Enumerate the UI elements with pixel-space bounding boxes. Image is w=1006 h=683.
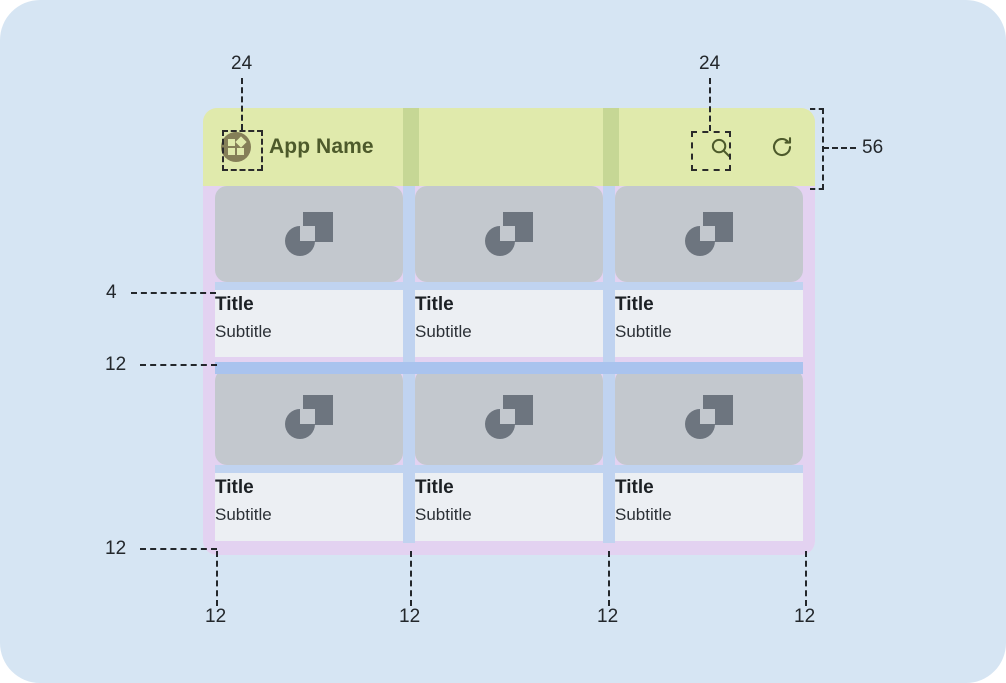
card-title: Title <box>415 294 454 315</box>
image-placeholder-icon <box>485 395 533 440</box>
leader-line <box>140 364 217 366</box>
card-text: Title Subtitle <box>415 290 603 358</box>
card-text: Title Subtitle <box>215 290 403 358</box>
card-thumbnail <box>615 186 803 282</box>
leader-line <box>823 147 856 149</box>
card-text: Title Subtitle <box>615 473 803 541</box>
thumb-text-gap <box>215 465 403 474</box>
card-title: Title <box>615 294 654 315</box>
card[interactable]: Title Subtitle <box>615 369 803 541</box>
leader-line <box>805 551 807 606</box>
app-screen: Title Subtitle Title Subtitle <box>203 108 815 555</box>
annotation-right-padding: 12 <box>794 606 816 627</box>
card-thumbnail <box>415 369 603 466</box>
thumb-text-gap <box>615 465 803 474</box>
card[interactable]: Title Subtitle <box>215 186 403 358</box>
card-thumbnail <box>415 186 603 282</box>
card[interactable]: Title Subtitle <box>415 369 603 541</box>
annotation-row-gap: 12 <box>105 354 127 375</box>
leader-line <box>410 551 412 606</box>
thumb-text-gap <box>415 282 603 290</box>
card-subtitle: Subtitle <box>215 321 272 341</box>
annotation-icon-size-right: 24 <box>699 53 721 74</box>
leader-line <box>131 292 216 294</box>
annotation-column-gap-2: 12 <box>597 606 619 627</box>
leader-line <box>608 551 610 606</box>
leader-line <box>140 548 217 550</box>
refresh-icon[interactable] <box>765 130 799 164</box>
card[interactable]: Title Subtitle <box>415 186 603 358</box>
image-placeholder-icon <box>685 395 733 440</box>
card-title: Title <box>615 477 654 499</box>
image-placeholder-icon <box>485 212 533 256</box>
card-text: Title Subtitle <box>415 473 603 541</box>
search-icon[interactable] <box>703 130 737 164</box>
thumb-text-gap <box>215 282 403 290</box>
card-subtitle: Subtitle <box>215 505 272 525</box>
leader-line <box>241 78 243 130</box>
card-thumbnail <box>215 369 403 466</box>
thumb-text-gap <box>615 282 803 290</box>
annotation-column-gap-1: 12 <box>399 606 421 627</box>
card-text: Title Subtitle <box>615 290 803 358</box>
card-title: Title <box>215 294 254 315</box>
annotation-bottom-padding: 12 <box>105 538 127 559</box>
image-placeholder-icon <box>285 212 333 256</box>
card-subtitle: Subtitle <box>415 321 472 341</box>
annotation-thumb-title-gap: 4 <box>106 282 117 303</box>
leader-line <box>216 551 218 606</box>
card-text: Title Subtitle <box>215 473 403 541</box>
app-title: App Name <box>269 135 374 158</box>
app-bar: App Name <box>203 108 815 186</box>
annotation-appbar-height: 56 <box>862 137 884 158</box>
leader-line <box>709 78 711 131</box>
card[interactable]: Title Subtitle <box>215 369 403 541</box>
card-thumbnail <box>615 369 803 466</box>
card-subtitle: Subtitle <box>415 505 472 525</box>
card-subtitle: Subtitle <box>615 321 672 341</box>
image-placeholder-icon <box>285 395 333 440</box>
dashboard-grid-icon[interactable] <box>221 132 251 162</box>
card-thumbnail <box>215 186 403 282</box>
card-grid: Title Subtitle Title Subtitle <box>215 186 803 541</box>
annotation-icon-size-left: 24 <box>231 53 253 74</box>
card-title: Title <box>415 477 454 499</box>
image-placeholder-icon <box>685 212 733 256</box>
card-title: Title <box>215 477 254 499</box>
appbar-height-bracket <box>810 108 824 190</box>
thumb-text-gap <box>415 465 603 474</box>
card[interactable]: Title Subtitle <box>615 186 803 358</box>
annotation-left-padding: 12 <box>205 606 227 627</box>
card-subtitle: Subtitle <box>615 505 672 525</box>
